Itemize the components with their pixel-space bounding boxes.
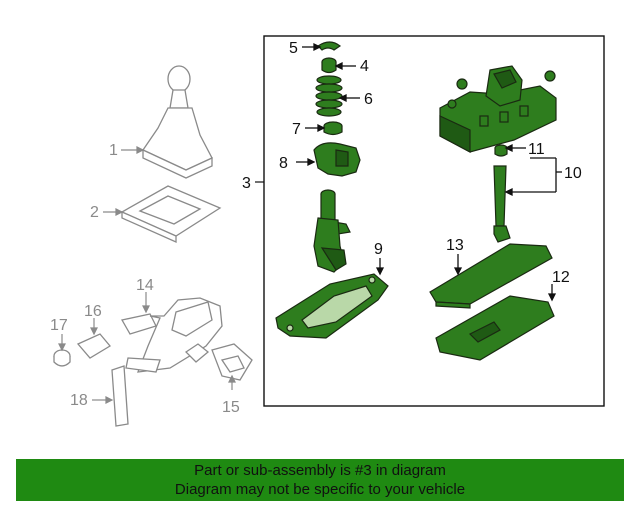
- dark-leader-lines: [296, 42, 562, 302]
- spring-part[interactable]: [315, 75, 343, 117]
- callout-labels: 1 2 14 16 17 18 15 3 5 4 6 7 8 9 11 10 1…: [50, 40, 582, 416]
- rod-part[interactable]: [111, 365, 129, 427]
- bushing-part[interactable]: [53, 333, 111, 367]
- shift-knob-boot-part[interactable]: [142, 65, 213, 179]
- callout-2: 2: [90, 204, 99, 221]
- callout-6: 6: [364, 91, 373, 108]
- boot-frame-part[interactable]: [120, 185, 222, 244]
- sub-assembly-banner: Part or sub-assembly is #3 in diagram Di…: [16, 459, 624, 501]
- cable-bracket-part[interactable]: [211, 343, 253, 381]
- callout-11: 11: [528, 141, 545, 158]
- gray-leader-lines: [58, 146, 236, 404]
- cover-plate-part[interactable]: [429, 243, 553, 309]
- cap-part[interactable]: [321, 57, 337, 74]
- sub-assembly-3-frame: [263, 35, 605, 407]
- shift-lever-part[interactable]: [313, 189, 351, 273]
- callout-9: 9: [374, 241, 383, 258]
- callout-12: 12: [552, 269, 570, 286]
- callout-5: 5: [289, 40, 298, 57]
- base-plate-part[interactable]: [435, 295, 555, 361]
- callout-13: 13: [446, 237, 464, 254]
- callout-4: 4: [360, 58, 369, 75]
- callout-7: 7: [292, 121, 301, 138]
- guide-part[interactable]: [313, 142, 361, 177]
- small-cap-part[interactable]: [494, 144, 508, 157]
- callout-3: 3: [242, 175, 251, 192]
- callout-18: 18: [70, 392, 88, 409]
- callout-16: 16: [84, 303, 102, 320]
- callout-10: 10: [564, 165, 582, 182]
- shift-lever-bracket-part[interactable]: [120, 297, 223, 373]
- gasket-part[interactable]: [275, 273, 389, 339]
- shifter-housing-part[interactable]: [439, 65, 557, 153]
- callout-8: 8: [279, 155, 288, 172]
- cable-rod-part[interactable]: [493, 165, 511, 243]
- clip-part[interactable]: [317, 41, 342, 51]
- callout-15: 15: [222, 399, 240, 416]
- callout-17: 17: [50, 317, 68, 334]
- ring-part[interactable]: [323, 121, 343, 136]
- callout-14: 14: [136, 277, 154, 294]
- banner-line-1: Part or sub-assembly is #3 in diagram: [194, 462, 446, 479]
- banner-line-2: Diagram may not be specific to your vehi…: [174, 481, 466, 498]
- callout-1: 1: [109, 142, 118, 159]
